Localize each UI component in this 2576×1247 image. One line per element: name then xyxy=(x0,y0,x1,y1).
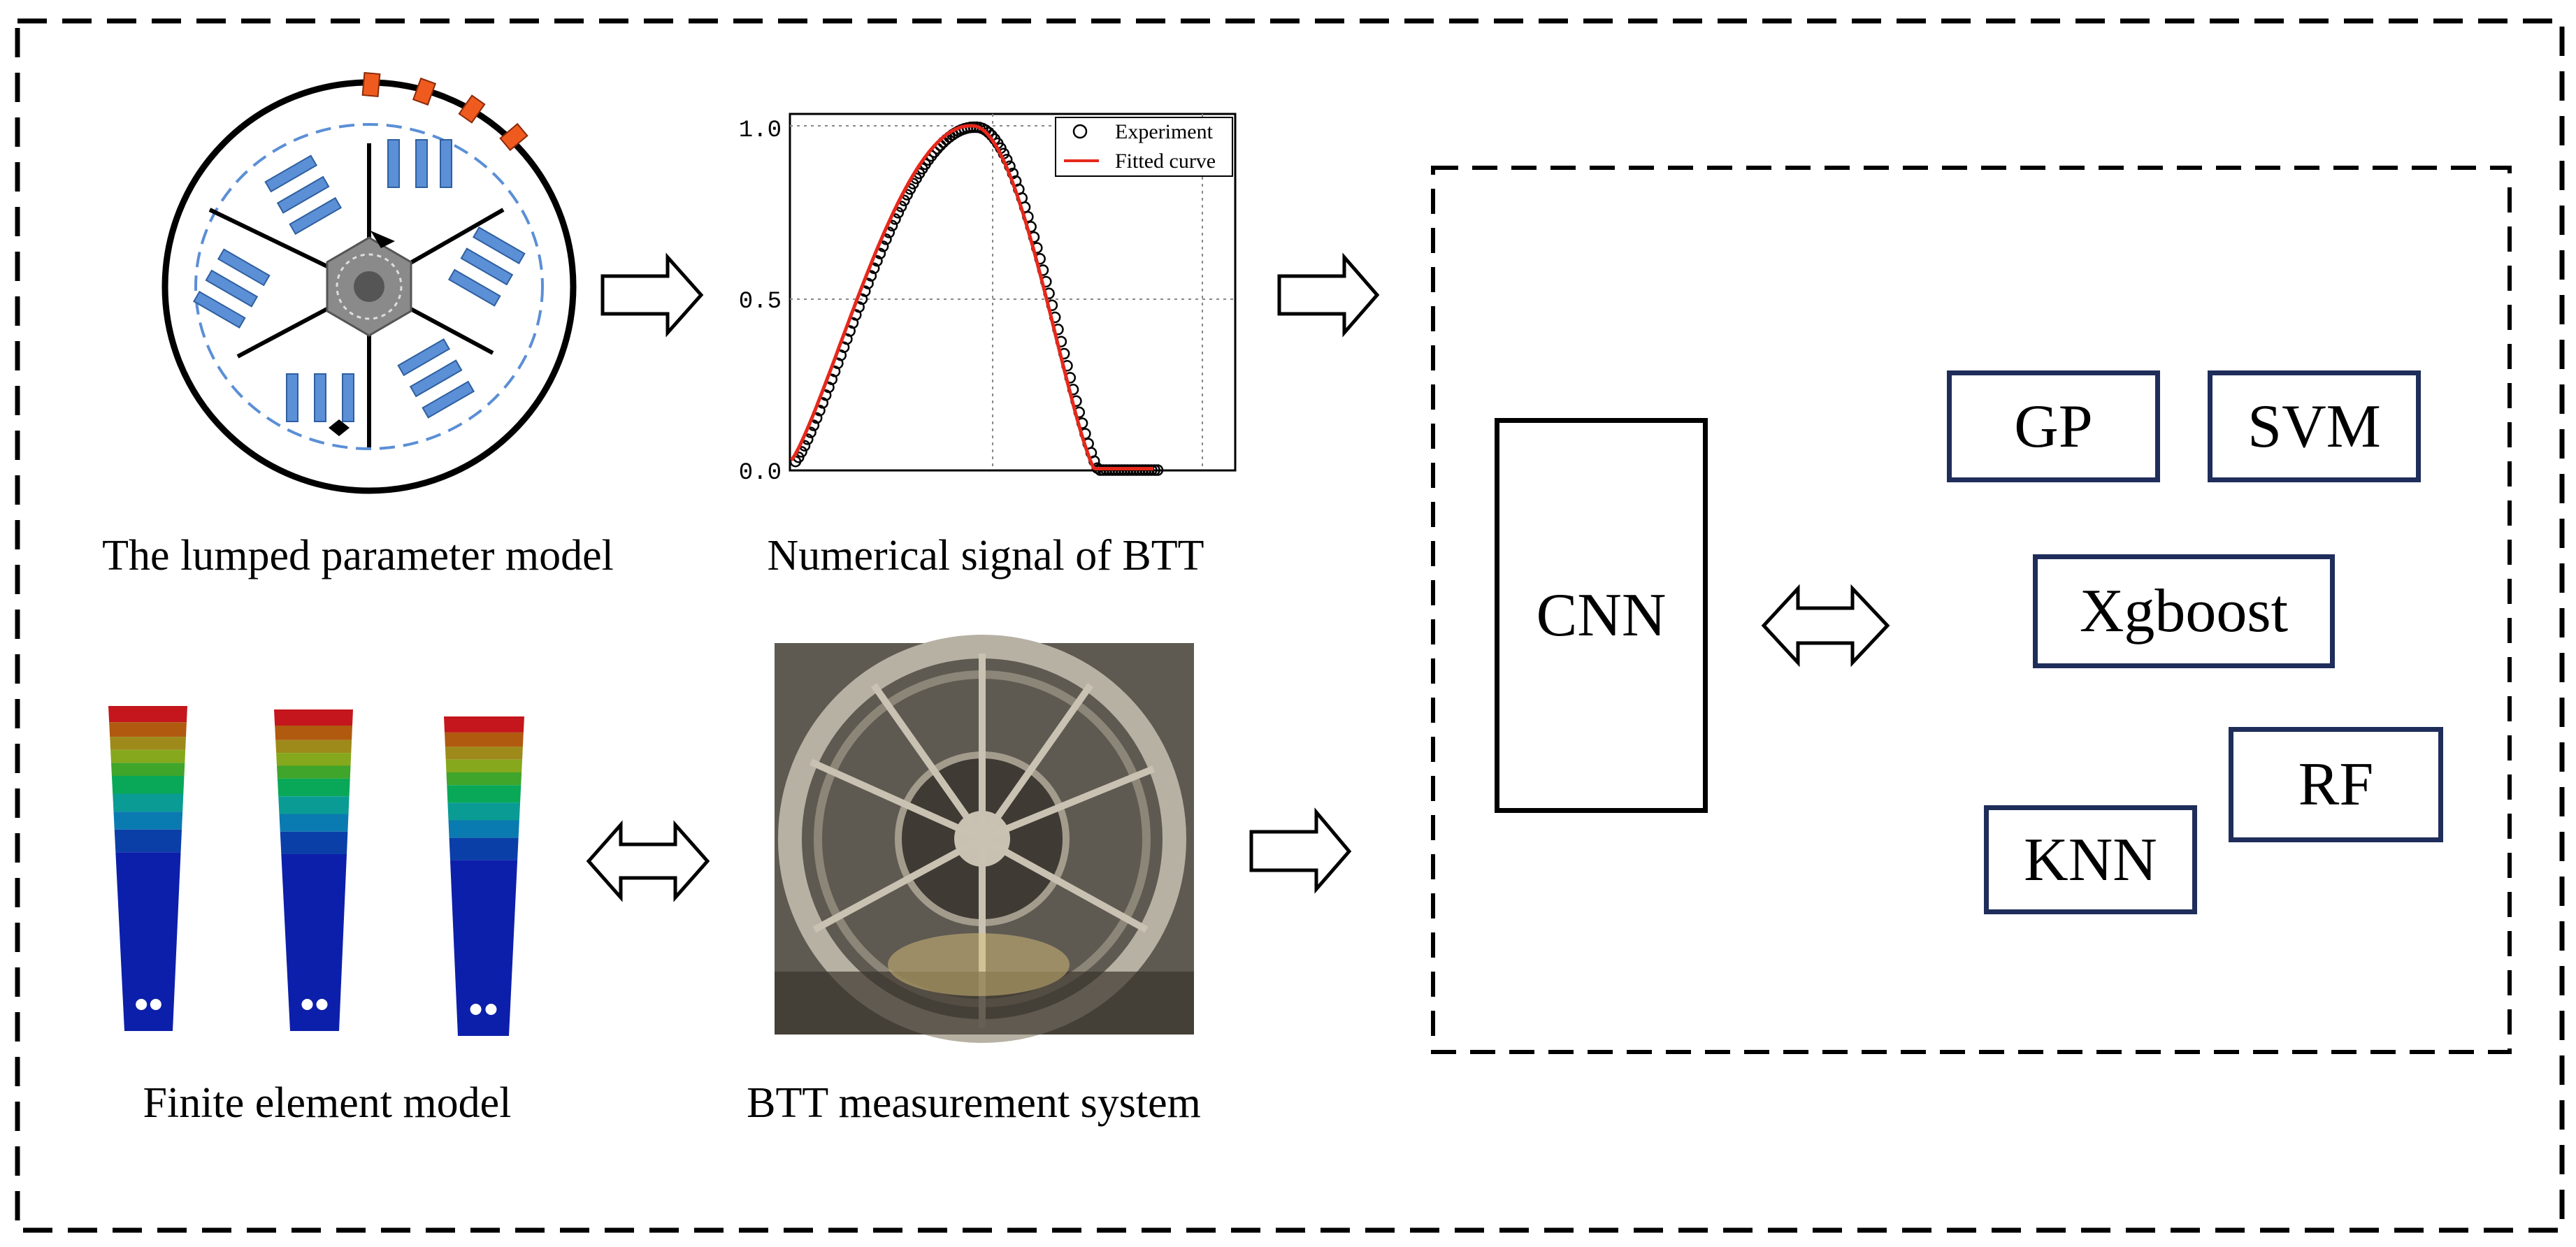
btt-photo xyxy=(775,635,1194,1043)
fem-blade-band xyxy=(449,837,519,860)
fem-blade-band xyxy=(276,753,352,766)
double-arrow-icon xyxy=(586,820,710,902)
fem-blade-band xyxy=(274,709,353,726)
rf-label: RF xyxy=(2298,751,2374,819)
fem-blade-band xyxy=(445,732,524,747)
fem-blade-band xyxy=(447,785,521,803)
fem-blade-band xyxy=(275,726,352,740)
right-arrow-icon xyxy=(600,252,704,338)
fem-blade-band xyxy=(111,775,185,794)
right-arrow-icon xyxy=(1249,807,1352,894)
fem-blade-band xyxy=(114,829,182,853)
right-arrow-icon xyxy=(1277,252,1380,338)
rf-box: RF xyxy=(2229,727,2443,842)
fem-blade-band xyxy=(444,716,524,733)
sensor-icon xyxy=(499,122,528,152)
fem-blade-band xyxy=(279,814,349,832)
gp-box: GP xyxy=(1947,370,2160,482)
double-arrow-icon xyxy=(1761,584,1890,668)
fem-blade-band xyxy=(275,740,352,754)
fem-blade-hole xyxy=(301,999,313,1010)
fem-blade-hole xyxy=(150,999,161,1010)
fem-blade-band xyxy=(280,831,348,854)
fem-blade-band xyxy=(448,820,519,838)
fem-blade-hole xyxy=(485,1004,497,1015)
fem-blade-band xyxy=(108,706,187,723)
y-tick-label: 0.5 xyxy=(739,289,782,315)
legend-fitted: Fitted curve xyxy=(1115,150,1216,173)
fem-caption: Finite element model xyxy=(143,1079,512,1127)
fem-blade-band xyxy=(445,759,523,772)
fitted-curve-series xyxy=(790,124,1153,470)
fem-blade-hole xyxy=(470,1004,482,1015)
fem-blade-band xyxy=(113,793,184,812)
btt-caption: BTT measurement system xyxy=(747,1079,1201,1127)
knn-label: KNN xyxy=(2024,826,2157,894)
knn-box: KNN xyxy=(1984,805,2197,914)
signal-caption: Numerical signal of BTT xyxy=(768,532,1204,579)
outer-frame xyxy=(15,18,2565,1233)
xgboost-label: Xgboost xyxy=(2079,577,2289,645)
fem-blade-band xyxy=(446,772,522,786)
y-tick-label: 1.0 xyxy=(739,117,782,144)
gp-label: GP xyxy=(2014,392,2093,461)
svm-label: SVM xyxy=(2247,392,2381,461)
cnn-label: CNN xyxy=(1536,582,1667,649)
y-tick-label: 0.0 xyxy=(739,460,782,486)
fem-blade-hole xyxy=(316,999,328,1010)
sensor-icon xyxy=(361,72,381,97)
fem-blade-band xyxy=(277,765,351,779)
xgboost-box: Xgboost xyxy=(2033,554,2335,668)
fem-blade-band xyxy=(278,796,350,814)
fem-blade-band xyxy=(450,860,518,1036)
fem-blade-band xyxy=(113,812,183,830)
legend-experiment: Experiment xyxy=(1115,120,1214,143)
fem-blade-band xyxy=(110,749,186,763)
cnn-box: CNN xyxy=(1495,418,1708,813)
sensor-icon xyxy=(458,94,486,124)
fem-blade-band xyxy=(115,852,181,1031)
fem-blade-band xyxy=(109,722,187,737)
fem-blade-band xyxy=(447,802,521,821)
fem-blade-band xyxy=(110,737,187,750)
signal-plot: 1.0 0.5 0.0 Experiment Fitted curve xyxy=(739,113,1237,486)
lumped-model-figure xyxy=(161,72,577,494)
sensor-icon xyxy=(412,77,437,106)
fem-blade-band xyxy=(111,763,185,776)
fem-blade-band xyxy=(281,854,347,1031)
svm-box: SVM xyxy=(2208,370,2421,482)
fem-blades-figure xyxy=(108,706,524,1036)
fem-blade-band xyxy=(277,778,350,797)
fem-blade-band xyxy=(445,747,523,760)
fem-blade-hole xyxy=(136,999,147,1010)
lumped-model-caption: The lumped parameter model xyxy=(102,532,614,579)
